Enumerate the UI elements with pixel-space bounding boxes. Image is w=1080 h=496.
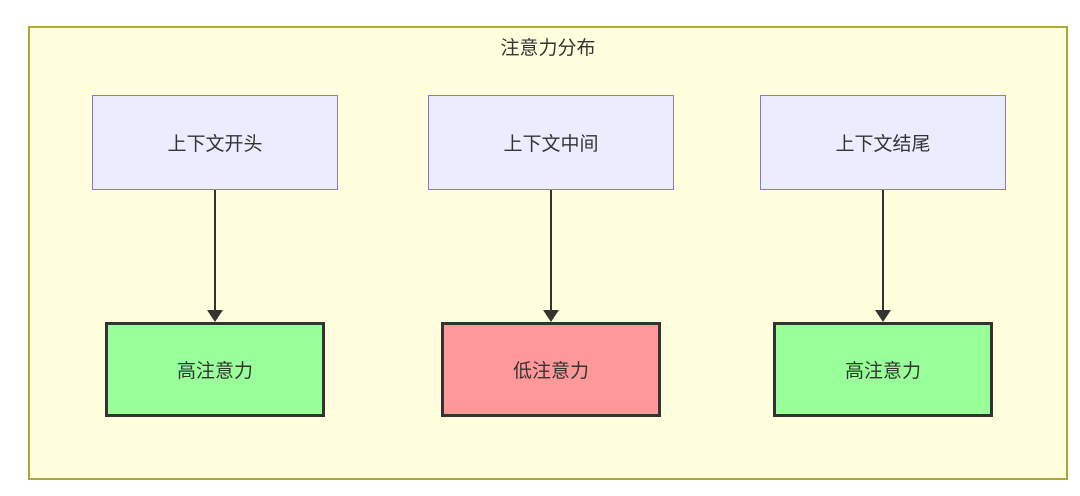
arrowhead-icon — [543, 310, 559, 322]
arrow-context-start — [207, 190, 223, 322]
column-context-middle: 上下文中间 低注意力 — [428, 95, 674, 417]
arrow-line — [214, 190, 216, 310]
column-context-start: 上下文开头 高注意力 — [92, 95, 338, 417]
arrowhead-icon — [207, 310, 223, 322]
target-node-low-attention: 低注意力 — [441, 322, 661, 417]
arrow-context-middle — [543, 190, 559, 322]
arrow-line — [550, 190, 552, 310]
arrow-context-end — [875, 190, 891, 322]
source-node-context-end: 上下文结尾 — [760, 95, 1006, 190]
target-node-high-attention-1: 高注意力 — [105, 322, 325, 417]
column-context-end: 上下文结尾 高注意力 — [760, 95, 1006, 417]
source-node-context-middle: 上下文中间 — [428, 95, 674, 190]
attention-distribution-container: 注意力分布 上下文开头 高注意力 上下文中间 低注意力 上下文结尾 高注意力 — [28, 26, 1068, 480]
diagram-title: 注意力分布 — [500, 38, 596, 59]
source-node-context-start: 上下文开头 — [92, 95, 338, 190]
arrow-line — [882, 190, 884, 310]
arrowhead-icon — [875, 310, 891, 322]
target-node-high-attention-2: 高注意力 — [773, 322, 993, 417]
